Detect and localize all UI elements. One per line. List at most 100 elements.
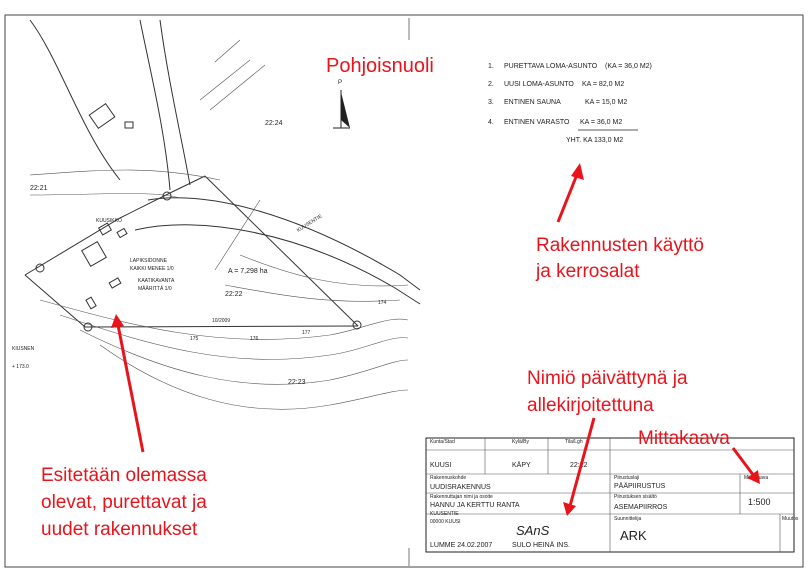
area-label: A = 7,298 ha bbox=[228, 268, 268, 275]
elevation-label: KIUSNEN bbox=[12, 346, 35, 352]
arrow-existing-head bbox=[111, 314, 124, 328]
tb-project: UUDISRAKENNUS bbox=[430, 484, 491, 491]
annotation-existing-line2: olevat, purettavat ja bbox=[41, 492, 207, 513]
tb-plot-label: Tila/Lgh bbox=[565, 439, 583, 445]
tb-content-label: Piirustuksen sisältö bbox=[614, 494, 657, 500]
building-2-name: UUSI LOMA-ASUNTO bbox=[504, 81, 574, 88]
elevation-value: + 173.0 bbox=[12, 364, 29, 370]
tb-owner-1: HANNU JA KERTTU RANTA bbox=[430, 502, 520, 509]
survey-mark-3 bbox=[83, 322, 93, 332]
title-block: Kunta/Stad KUUSI Kylä/By KÄPY Tila/Lgh 2… bbox=[425, 437, 799, 553]
tb-owner-label: Rakennuttajan nimi ja osoite bbox=[430, 494, 493, 500]
sheet-border bbox=[4, 14, 804, 568]
arrow-existing bbox=[116, 324, 145, 453]
tb-owner-2: KUUSENTIE bbox=[430, 511, 459, 517]
contour-4 bbox=[59, 314, 409, 360]
arrow-titleblock-head bbox=[563, 502, 576, 516]
road-north-1 bbox=[29, 19, 121, 181]
building-2-area: KA = 82,0 M2 bbox=[582, 81, 624, 88]
building-3-name: ENTINEN SAUNA bbox=[504, 99, 561, 106]
tb-designer-label: Suunnittelija bbox=[614, 516, 641, 522]
building-1-area: (KA = 36,0 M2) bbox=[605, 63, 652, 70]
tb-municipality-label: Kunta/Stad bbox=[430, 439, 455, 445]
tb-content: ASEMAPIIRROS bbox=[614, 504, 668, 511]
contour-label-174: 174 bbox=[378, 300, 387, 306]
annotation-north-arrow: Pohjoisnuoli bbox=[326, 55, 434, 77]
arrow-scale-head bbox=[747, 470, 760, 484]
label-side-3: MÄÄRITTÄ 1/0 bbox=[138, 285, 172, 292]
building-storage bbox=[116, 227, 128, 239]
annotation-scale: Mittakaava bbox=[638, 428, 730, 449]
building-1-name: PURETTAVA LOMA-ASUNTO bbox=[504, 63, 598, 70]
building-3-num: 3. bbox=[488, 99, 494, 106]
parcel-label-2223: 22:23 bbox=[288, 379, 306, 386]
track-4 bbox=[214, 199, 261, 271]
tb-project-label: Rakennuskohde bbox=[430, 475, 466, 481]
survey-mark-1 bbox=[35, 263, 45, 273]
tb-office: ARK bbox=[620, 528, 647, 543]
contour-3 bbox=[39, 299, 409, 340]
building-new bbox=[108, 277, 122, 289]
annotation-usage-line1: Rakennusten käyttö bbox=[536, 235, 704, 256]
road-edge-2 bbox=[134, 224, 421, 305]
tb-drawing-type-label: Piirustuslaji bbox=[614, 475, 639, 481]
tb-drawing-type: PÄÄPIIRUSTUS bbox=[614, 482, 666, 490]
parcel-label-2224: 22:24 bbox=[265, 120, 283, 127]
label-side-2: KAATIKAVANTA bbox=[138, 278, 175, 284]
contour-8 bbox=[239, 254, 409, 287]
building-shed bbox=[88, 103, 116, 129]
road-edge-1 bbox=[147, 197, 421, 291]
contour-2 bbox=[29, 193, 181, 199]
building-list: 1. PURETTAVA LOMA-ASUNTO (KA = 36,0 M2) … bbox=[488, 63, 652, 144]
parcel-label-2221: 22:21 bbox=[30, 185, 48, 192]
tb-plot: 22:22 bbox=[570, 462, 588, 469]
building-main bbox=[81, 241, 107, 267]
annotation-usage-line2: ja kerrosalat bbox=[536, 261, 640, 282]
building-4-name: ENTINEN VARASTO bbox=[504, 119, 570, 126]
track-3 bbox=[209, 64, 266, 111]
building-small bbox=[124, 121, 134, 129]
contour-5 bbox=[79, 329, 409, 385]
arrow-usage-head bbox=[571, 163, 584, 180]
site-map: 22:24 22:21 22:22 22:23 A = 7,298 ha KUU… bbox=[12, 19, 421, 410]
building-4-num: 4. bbox=[488, 119, 494, 126]
tb-village: KÄPY bbox=[512, 461, 531, 469]
parcel-boundary-sw bbox=[24, 274, 86, 328]
arrow-scale bbox=[731, 447, 756, 477]
label-kuusikko: KUUSIKKO bbox=[96, 218, 122, 224]
tb-sig-date: LUMME 24.02.2007 bbox=[430, 542, 492, 549]
survey-mark-4 bbox=[352, 320, 362, 330]
arrow-usage bbox=[556, 171, 580, 223]
contour-1 bbox=[29, 169, 221, 181]
parcel-boundary-south bbox=[84, 325, 359, 328]
building-outhouse bbox=[85, 296, 97, 310]
contour-6 bbox=[99, 344, 409, 410]
road-north-3 bbox=[159, 19, 191, 186]
road-north-2 bbox=[139, 19, 171, 191]
north-letter: P bbox=[338, 80, 342, 86]
annotation-existing-line1: Esitetään olemassa bbox=[41, 465, 207, 486]
building-3-area: KA = 15,0 M2 bbox=[585, 99, 627, 106]
track-2 bbox=[199, 59, 251, 101]
track-1 bbox=[214, 39, 241, 63]
tb-municipality: KUUSI bbox=[430, 462, 451, 469]
survey-mark-2 bbox=[162, 191, 172, 201]
tb-scale: 1:500 bbox=[748, 497, 771, 507]
building-sauna bbox=[97, 222, 113, 236]
arrow-titleblock bbox=[568, 417, 596, 507]
tb-signature: SAnS bbox=[516, 523, 550, 538]
parcel-boundary-west bbox=[24, 175, 206, 276]
tb-change-label: Muutos bbox=[782, 516, 799, 522]
building-1-num: 1. bbox=[488, 63, 494, 70]
contour-label-177: 177 bbox=[302, 330, 311, 336]
contour-7 bbox=[224, 284, 401, 302]
annotation-arrows bbox=[111, 163, 760, 516]
building-4-area: KA = 36,0 M2 bbox=[580, 119, 622, 126]
annotation-titleblock-line2: allekirjoitettuna bbox=[527, 395, 654, 416]
parcel-label-2222: 22:22 bbox=[225, 291, 243, 298]
north-arrow-icon: P bbox=[333, 80, 350, 129]
label-side-1: KAIKKI MENEE 1/0 bbox=[130, 266, 174, 272]
tb-village-label: Kylä/By bbox=[512, 439, 529, 445]
contour-label-175: 175 bbox=[190, 336, 199, 342]
